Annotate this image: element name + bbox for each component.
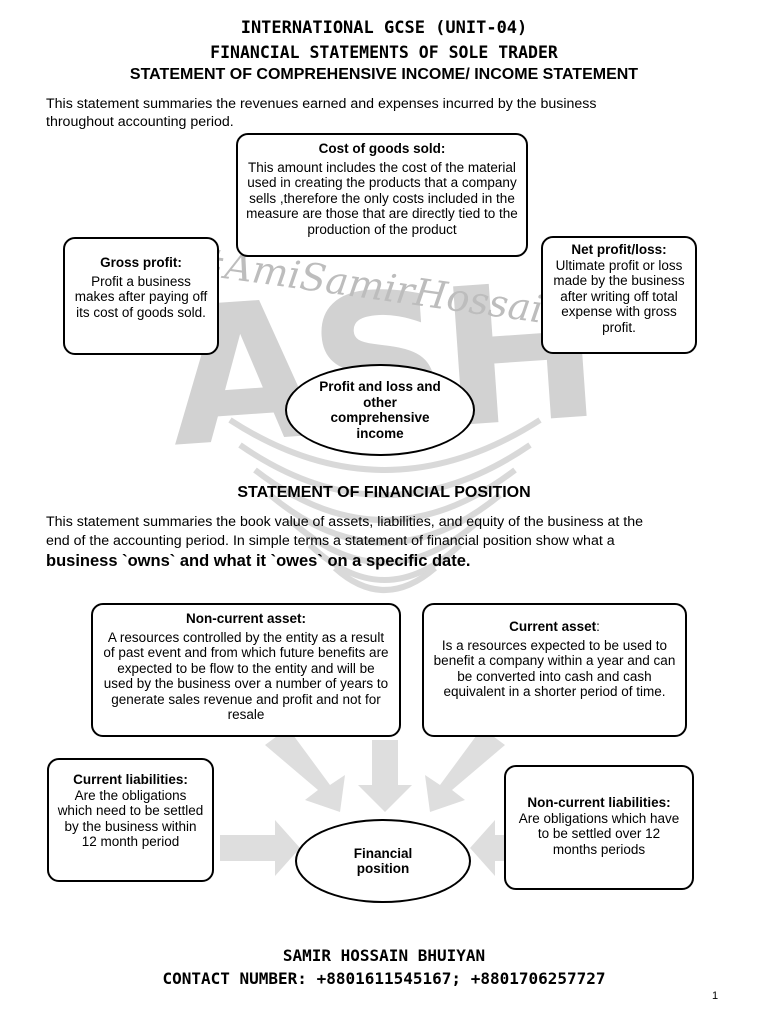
author-name: SAMIR HOSSAIN BHUIYAN: [282, 946, 486, 965]
gross-profit-text: Profit a business makes after paying off…: [74, 273, 208, 320]
section-heading-income: STATEMENT OF COMPREHENSIVE INCOME/ INCOM…: [129, 66, 639, 83]
current-asset-box: Current asset: Is a resources expected t…: [422, 603, 687, 737]
current-liabilities-text: Are the obligations which need to be set…: [57, 787, 204, 850]
current-asset-text: Is a resources expected to be used to be…: [433, 637, 676, 700]
page-heading-unit: INTERNATIONAL GCSE (UNIT-04): [240, 18, 528, 38]
net-profit-text: Ultimate profit or loss made by the busi…: [553, 257, 685, 335]
position-intro-line2: end of the accounting period. In simple …: [46, 533, 615, 549]
section-heading-position: STATEMENT OF FINANCIAL POSITION: [237, 484, 531, 501]
position-intro-line1: This statement summaries the book value …: [46, 514, 643, 530]
current-liabilities-box: Current liabilities: Are the obligations…: [47, 758, 214, 882]
current-asset-title: Current asset: [509, 619, 597, 634]
financial-position-oval: Financial position: [295, 819, 471, 903]
current-asset-colon: :: [596, 619, 600, 634]
current-liabilities-title: Current liabilities:: [73, 772, 188, 787]
gross-profit-box: Gross profit: Profit a business makes af…: [63, 237, 219, 355]
fingerprint-pattern: [228, 417, 542, 593]
net-profit-box: Net profit/loss: Ultimate profit or loss…: [541, 236, 697, 354]
gross-profit-title: Gross profit:: [100, 255, 182, 270]
non-current-asset-text: A resources controlled by the entity as …: [103, 629, 389, 723]
income-intro-line2: throughout accounting period.: [46, 114, 234, 130]
net-profit-title: Net profit/loss:: [571, 242, 667, 257]
page-number: 1: [712, 990, 719, 1002]
non-current-liabilities-text: Are obligations which have to be settled…: [518, 810, 680, 857]
income-intro-line1: This statement summaries the revenues ea…: [46, 96, 597, 112]
cogs-text: This amount includes the cost of the mat…: [246, 159, 518, 237]
contact-number: CONTACT NUMBER: +8801611545167; +8801706…: [162, 969, 606, 988]
cogs-box: Cost of goods sold: This amount includes…: [236, 133, 528, 257]
profit-and-loss-oval: Profit and loss and other comprehensive …: [285, 364, 475, 456]
arrows: [220, 728, 550, 876]
non-current-liabilities-title: Non-current liabilities:: [527, 795, 671, 810]
non-current-asset-title: Non-current asset:: [185, 611, 307, 626]
non-current-liabilities-box: Non-current liabilities: Are obligations…: [504, 765, 694, 890]
non-current-asset-box: Non-current asset: A resources controlle…: [91, 603, 401, 737]
cogs-title: Cost of goods sold:: [318, 141, 446, 156]
page-heading-topic: FINANCIAL STATEMENTS OF SOLE TRADER: [210, 43, 558, 62]
position-intro-line3: business `owns` and what it `owes` on a …: [46, 552, 471, 570]
